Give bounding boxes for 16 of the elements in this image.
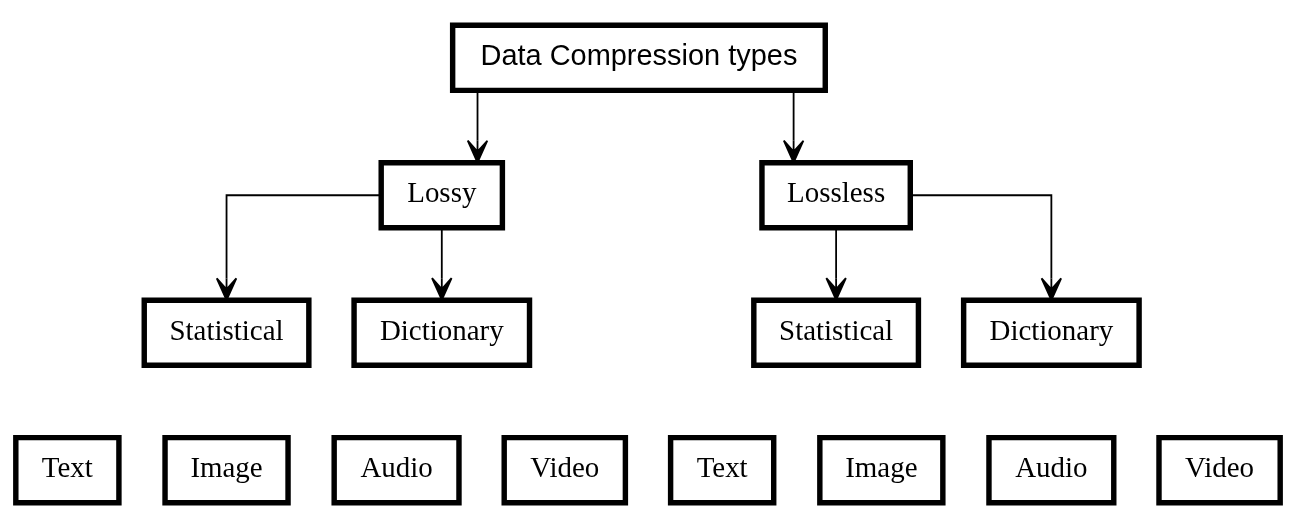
- arrow: [215, 193, 382, 301]
- node-box: Statistical: [751, 296, 922, 368]
- node-box: Text: [667, 434, 777, 505]
- node-box: Image: [817, 434, 946, 505]
- node-box: Lossy: [378, 159, 506, 231]
- node-box: Data Compression types: [449, 22, 828, 93]
- node-box: Text: [13, 434, 122, 505]
- node-box: Dictionary: [351, 296, 533, 368]
- node-box: Statistical: [141, 296, 312, 368]
- node-box: Audio: [331, 434, 462, 505]
- node-box: Audio: [986, 434, 1117, 505]
- node-box: Lossless: [759, 159, 913, 231]
- node-box: Video: [501, 434, 629, 505]
- node-box: Image: [162, 434, 291, 505]
- node-box: Video: [1156, 434, 1283, 505]
- node-box: Dictionary: [960, 296, 1142, 368]
